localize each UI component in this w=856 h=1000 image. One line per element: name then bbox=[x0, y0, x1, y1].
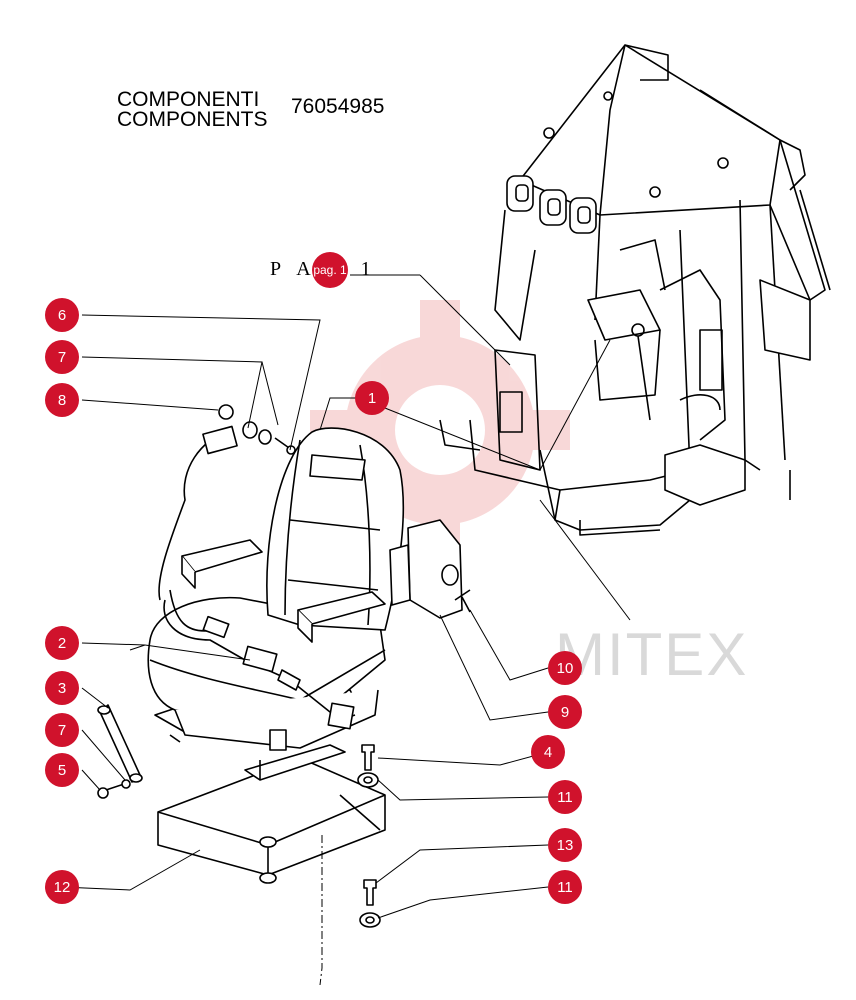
reference-leader bbox=[350, 274, 511, 366]
leader-lines bbox=[61, 314, 631, 919]
callout-13[interactable]: 13 bbox=[548, 828, 582, 862]
callout-8[interactable]: 8 bbox=[45, 383, 79, 417]
callout-7-top[interactable]: 7 bbox=[45, 340, 79, 374]
reference-code: P A bbox=[270, 258, 316, 280]
callout-1[interactable]: 1 bbox=[355, 381, 389, 415]
reference-page-number: 1 bbox=[360, 258, 377, 280]
seat-drawing bbox=[97, 404, 471, 928]
page-badge[interactable]: pag. 1 bbox=[312, 252, 348, 288]
part-number: 76054985 bbox=[291, 95, 385, 118]
callout-6[interactable]: 6 bbox=[45, 298, 79, 332]
watermark-text: MITEX bbox=[555, 621, 749, 688]
title-italian: COMPONENTI bbox=[117, 88, 260, 111]
title-english: COMPONENTS bbox=[117, 108, 268, 131]
callout-11-upper[interactable]: 11 bbox=[548, 780, 582, 814]
center-line bbox=[319, 835, 323, 986]
callout-4[interactable]: 4 bbox=[531, 735, 565, 769]
callout-10[interactable]: 10 bbox=[548, 651, 582, 685]
callout-5[interactable]: 5 bbox=[45, 753, 79, 787]
callout-11-lower[interactable]: 11 bbox=[548, 870, 582, 904]
callout-3[interactable]: 3 bbox=[45, 671, 79, 705]
callout-12[interactable]: 12 bbox=[45, 870, 79, 904]
callout-7-bottom[interactable]: 7 bbox=[45, 713, 79, 747]
cab-drawing bbox=[439, 44, 831, 536]
reference-label: P A 1 bbox=[270, 258, 377, 281]
callout-9[interactable]: 9 bbox=[548, 695, 582, 729]
callout-2[interactable]: 2 bbox=[45, 626, 79, 660]
